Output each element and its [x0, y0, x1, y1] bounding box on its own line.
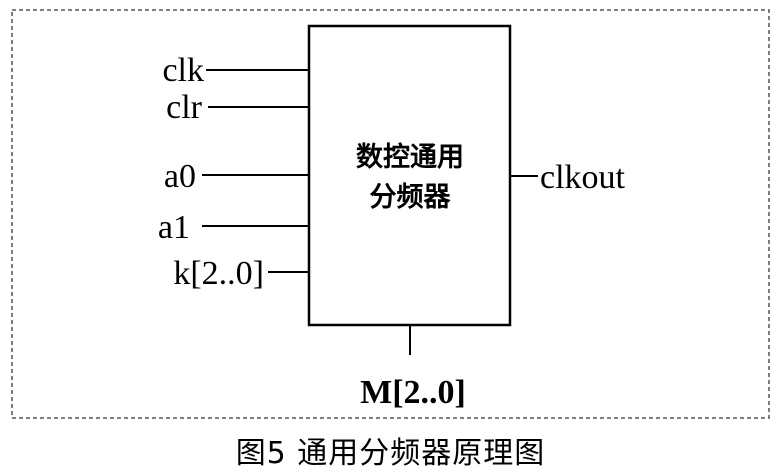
divider-block [307, 24, 512, 327]
block-title-line1: 数控通用 [356, 142, 464, 173]
pin-label-k: k[2..0] [173, 255, 264, 292]
dashed-frame [11, 9, 770, 419]
pin-label-m: M[2..0] [360, 374, 466, 411]
pin-label-a1: a1 [158, 209, 190, 246]
pin-label-clr: clr [166, 89, 203, 126]
block-title-line2: 分频器 [370, 182, 452, 213]
figure-caption: 图5 通用分频器原理图 [235, 436, 546, 471]
pin-label-clkout: clkout [540, 159, 626, 196]
pin-label-a0: a0 [164, 158, 196, 195]
pin-label-clk: clk [162, 52, 204, 89]
